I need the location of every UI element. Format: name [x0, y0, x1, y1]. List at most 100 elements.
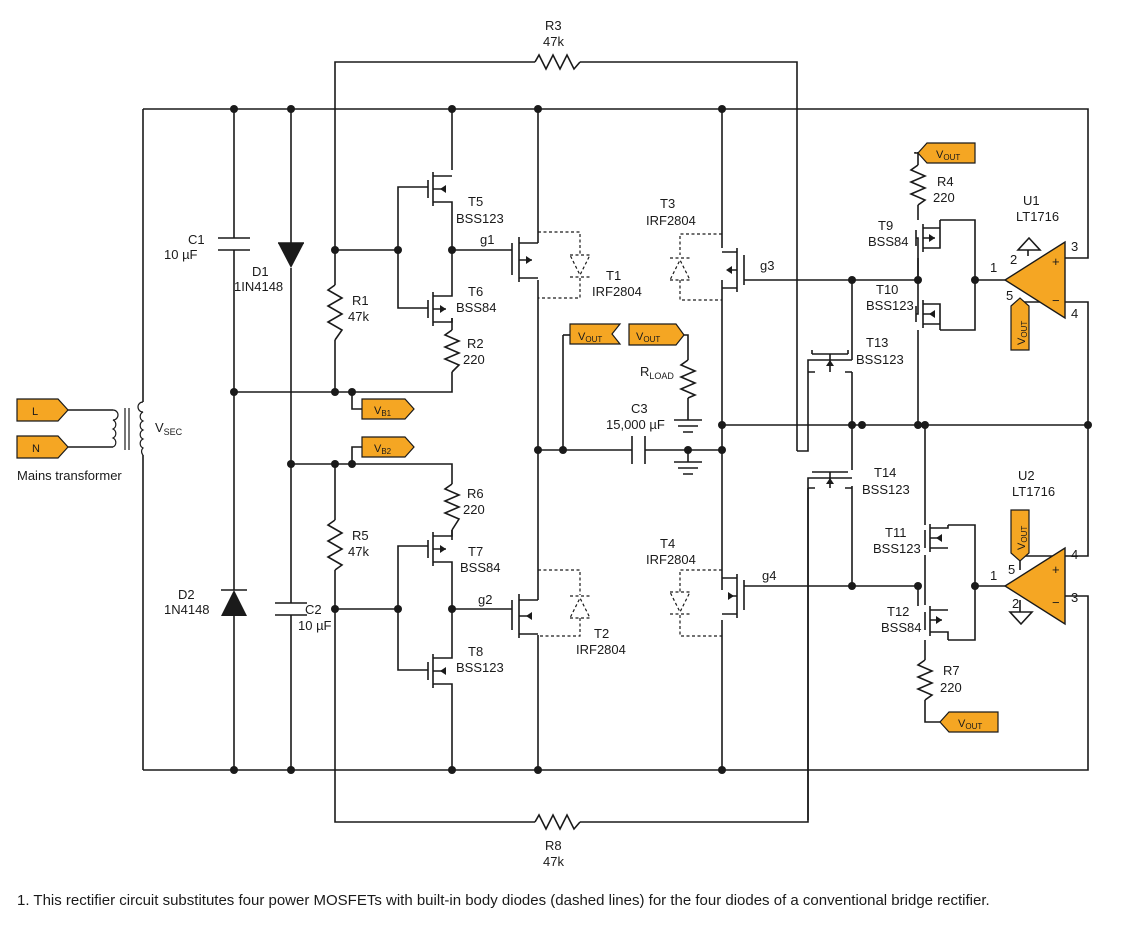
- label-rload: RLOAD: [640, 364, 674, 381]
- label-t12-val: BSS84: [881, 620, 921, 635]
- label-r7-val: 220: [940, 680, 962, 695]
- label-t2-val: IRF2804: [576, 642, 626, 657]
- label-c3: C3: [631, 401, 648, 416]
- label-c1-val: 10 µF: [164, 247, 198, 262]
- mosfet-t14: [807, 471, 852, 489]
- resistor-r7: [915, 659, 935, 701]
- mosfet-t3: [669, 233, 745, 301]
- vb1-tag: VB1: [351, 392, 415, 420]
- vout-tag-u1: VOUT: [1010, 297, 1030, 351]
- mosfet-t6: [427, 280, 453, 326]
- label-t8: T8: [468, 644, 483, 659]
- svg-text:4: 4: [1071, 306, 1078, 321]
- schematic: VOUT VOUT VOUT VOUT VOUT VOUT VB1 VB2 L …: [16, 18, 1092, 869]
- svg-text:3: 3: [1071, 590, 1078, 605]
- labels: R3 47k R8 47k C1 10 µF D1 1IN4148 D2 1N4…: [17, 18, 1078, 869]
- label-u1: U1: [1023, 193, 1040, 208]
- label-g4: g4: [762, 568, 776, 583]
- mosfet-t7: [427, 530, 453, 575]
- svg-text:VB2: VB2: [374, 443, 392, 456]
- label-t14: T14: [874, 465, 896, 480]
- label-t11: T11: [885, 525, 906, 540]
- label-t12: T12: [887, 604, 909, 619]
- label-r4: R4: [937, 174, 954, 189]
- capacitor-c2: [275, 602, 307, 616]
- label-u1-val: LT1716: [1016, 209, 1059, 224]
- vout-tag-u2: VOUT: [1010, 509, 1030, 562]
- svg-text:−: −: [1052, 293, 1060, 308]
- label-g2: g2: [478, 592, 492, 607]
- ground-c3: [674, 461, 702, 475]
- transformer: [68, 401, 145, 456]
- svg-text:5: 5: [1006, 288, 1013, 303]
- label-r8: R8: [545, 838, 562, 853]
- mosfet-t13: [807, 350, 852, 373]
- label-t3-val: IRF2804: [646, 213, 696, 228]
- mosfet-t1: [511, 231, 591, 299]
- resistor-r5: [326, 519, 344, 571]
- vout-tag-r7: VOUT: [939, 711, 999, 733]
- resistor-r3: [534, 53, 581, 71]
- svg-text:VOUT: VOUT: [636, 331, 660, 344]
- label-t11-val: BSS123: [873, 541, 921, 556]
- mosfet-t12: [924, 606, 949, 640]
- label-t4-val: IRF2804: [646, 552, 696, 567]
- label-t4: T4: [660, 536, 675, 551]
- label-t13-val: BSS123: [856, 352, 904, 367]
- label-t1: T1: [606, 268, 621, 283]
- label-c1: C1: [188, 232, 205, 247]
- mains-L-tag: L: [16, 398, 69, 422]
- vout-tag-rload: VOUT: [628, 323, 689, 346]
- diode-d1: [278, 242, 304, 268]
- label-t10: T10: [876, 282, 898, 297]
- svg-text:2: 2: [1012, 596, 1019, 611]
- label-d2-val: 1N4148: [164, 602, 210, 617]
- mosfet-t10: [915, 300, 941, 330]
- label-t7: T7: [468, 544, 483, 559]
- label-c2-val: 10 µF: [298, 618, 332, 633]
- label-c2: C2: [305, 602, 322, 617]
- svg-text:L: L: [32, 406, 38, 418]
- label-t7-val: BSS84: [460, 560, 500, 575]
- svg-text:VOUT: VOUT: [578, 331, 602, 344]
- label-r7: R7: [943, 663, 960, 678]
- label-r8-val: 47k: [543, 854, 564, 869]
- resistor-r1: [326, 284, 344, 341]
- svg-text:2: 2: [1010, 252, 1017, 267]
- label-r6: R6: [467, 486, 484, 501]
- ground-rload: [674, 419, 702, 433]
- label-g1: g1: [480, 232, 494, 247]
- label-d1: D1: [252, 264, 269, 279]
- label-t10-val: BSS123: [866, 298, 914, 313]
- label-u2: U2: [1018, 468, 1035, 483]
- svg-text:1: 1: [990, 568, 997, 583]
- svg-text:+: +: [1052, 254, 1060, 269]
- label-r3: R3: [545, 18, 562, 33]
- label-vsec: VSEC: [155, 420, 183, 437]
- label-transformer: Mains transformer: [17, 468, 122, 483]
- label-u2-val: LT1716: [1012, 484, 1055, 499]
- resistor-r4: [908, 164, 928, 206]
- label-t13: T13: [866, 335, 888, 350]
- capacitor-c3: [631, 436, 646, 464]
- resistor-r6: [442, 483, 462, 531]
- svg-text:VOUT: VOUT: [936, 149, 960, 162]
- opamp-u1: [1003, 236, 1066, 320]
- label-r6-val: 220: [463, 502, 485, 517]
- opamp-u2: [1003, 546, 1066, 626]
- label-r5: R5: [352, 528, 369, 543]
- label-t6-val: BSS84: [456, 300, 496, 315]
- mosfet-t4: [669, 569, 745, 637]
- label-t8-val: BSS123: [456, 660, 504, 675]
- svg-text:VOUT: VOUT: [1016, 526, 1029, 550]
- svg-text:VOUT: VOUT: [958, 718, 982, 731]
- figure-caption: 1. This rectifier circuit substitutes fo…: [17, 892, 990, 909]
- svg-text:4: 4: [1071, 547, 1078, 562]
- vout-tag-r4: VOUT: [914, 142, 976, 164]
- svg-text:VOUT: VOUT: [1016, 321, 1029, 345]
- label-r2-val: 220: [463, 352, 485, 367]
- label-d1-val: 1IN4148: [234, 279, 283, 294]
- label-g3: g3: [760, 258, 774, 273]
- mains-N-tag: N: [16, 435, 69, 459]
- label-t9: T9: [878, 218, 893, 233]
